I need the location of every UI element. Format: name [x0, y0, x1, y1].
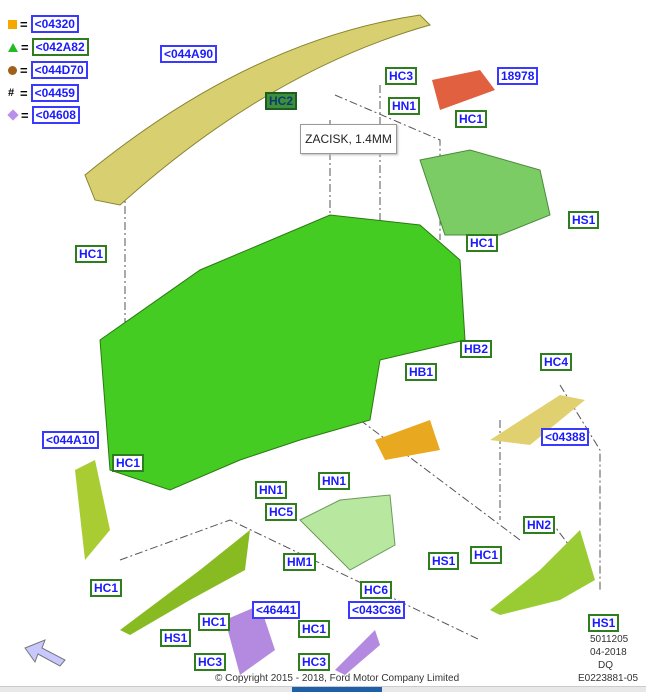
horizontal-scrollbar[interactable] — [0, 686, 646, 692]
callout-label[interactable]: HC1 — [112, 454, 145, 472]
callout-label[interactable]: <04388 — [541, 428, 590, 446]
legend-item: =<042A82 — [8, 38, 89, 56]
cluster-bezel — [299, 494, 396, 571]
diagram-dq: DQ — [598, 660, 613, 671]
legend-item: =<044D70 — [8, 61, 88, 79]
direction-arrow-icon — [24, 639, 66, 667]
callout-label[interactable]: HS1 — [588, 614, 620, 632]
callout-label[interactable]: HN1 — [255, 481, 288, 499]
instrument-panel — [99, 214, 466, 491]
callout-label[interactable]: HC1 — [198, 613, 231, 631]
callout-label[interactable]: HN1 — [318, 472, 351, 490]
orange-square-icon — [8, 19, 17, 29]
scrollbar-thumb[interactable] — [292, 687, 382, 692]
copyright: © Copyright 2015 - 2018, Ford Motor Comp… — [215, 673, 460, 684]
glovebox-left — [225, 605, 275, 675]
tooltip: ZACISK, 1.4MM — [300, 124, 397, 154]
callout-label[interactable]: <043C36 — [348, 601, 406, 619]
callout-label[interactable]: HC2 — [265, 92, 298, 110]
callout-label[interactable]: HS1 — [428, 552, 460, 570]
callout-label[interactable]: HC1 — [298, 620, 331, 638]
callout-label[interactable]: HC6 — [360, 581, 393, 599]
callout-label[interactable]: <46441 — [252, 601, 301, 619]
callout-label[interactable]: HS1 — [160, 629, 192, 647]
callout-label[interactable]: HB2 — [460, 340, 493, 358]
callout-label[interactable]: HN1 — [388, 97, 421, 115]
lower-right-panel — [490, 530, 595, 615]
lower-left-panel — [120, 530, 250, 635]
callout-label[interactable]: HC1 — [455, 110, 488, 128]
callout-label[interactable]: HC1 — [90, 579, 123, 597]
legend-item: #=<04459 — [8, 84, 79, 102]
glovebox-right — [335, 630, 380, 675]
speaker-pad — [432, 70, 495, 110]
callout-label[interactable]: HN2 — [523, 516, 556, 534]
brown-circle-icon — [8, 65, 17, 75]
callout-label[interactable]: HC4 — [540, 353, 573, 371]
callout-label[interactable]: HC1 — [75, 245, 108, 263]
callout-label[interactable]: HC3 — [385, 67, 418, 85]
diagram-ref: E0223881-05 — [578, 673, 639, 684]
callout-label[interactable]: HC1 — [470, 546, 503, 564]
legend-item: =<04320 — [8, 15, 79, 33]
callout-label[interactable]: HC3 — [298, 653, 331, 671]
diagram-date: 04-2018 — [590, 647, 627, 658]
callout-label[interactable]: HC3 — [194, 653, 227, 671]
callout-label[interactable]: 18978 — [497, 67, 539, 85]
callout-label[interactable]: HC1 — [466, 234, 499, 252]
callout-label[interactable]: HC5 — [265, 503, 298, 521]
callout-label[interactable]: HS1 — [568, 211, 600, 229]
right-end-trim — [490, 395, 585, 445]
hash-icon: # — [8, 87, 15, 99]
callout-label[interactable]: <044A10 — [42, 431, 100, 449]
callout-label[interactable]: HM1 — [283, 553, 317, 571]
purple-diamond-icon — [7, 109, 19, 121]
callout-label[interactable]: HB1 — [405, 363, 438, 381]
diagram-code: 5011205 — [590, 634, 629, 645]
instrument-hood — [419, 149, 551, 236]
bracket — [375, 420, 440, 460]
dashboard-top-trim — [84, 14, 431, 206]
green-triangle-icon — [8, 42, 18, 52]
callout-label[interactable]: <044A90 — [160, 45, 218, 63]
legend-item: =<04608 — [7, 106, 80, 124]
left-end-cap — [75, 460, 110, 560]
